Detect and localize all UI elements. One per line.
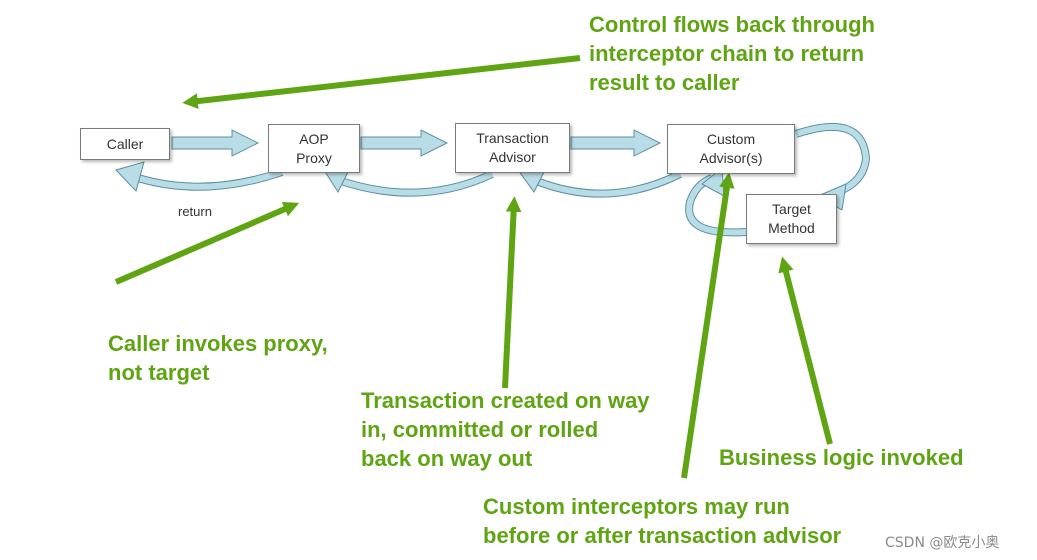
callout-arrow-business-logic bbox=[778, 256, 833, 445]
annotation-custom-interceptors: Custom interceptors may run before or af… bbox=[483, 494, 842, 548]
annotation-control-flows-back: Control flows back through interceptor c… bbox=[589, 12, 875, 95]
callout-arrow-custom-interceptors bbox=[681, 172, 735, 479]
caller-box: Caller bbox=[80, 128, 170, 160]
custom-advisors-box: Custom Advisor(s) bbox=[667, 124, 795, 174]
aop-proxy-box: AOP Proxy bbox=[268, 124, 360, 173]
return-label: return bbox=[178, 204, 212, 219]
transaction-advisor-box: Transaction Advisor bbox=[455, 123, 570, 173]
watermark: CSDN @欧克小奥 bbox=[885, 535, 1000, 551]
forward-arrow-caller-to-proxy bbox=[171, 129, 260, 157]
forward-arrow-proxy-to-transaction bbox=[360, 129, 449, 157]
callout-arrow-transaction-created bbox=[502, 196, 522, 389]
callout-arrow-control-flows-back bbox=[182, 55, 581, 109]
annotation-transaction-created: Transaction created on way in, committed… bbox=[361, 388, 650, 471]
loop-arrow-target-to-custom bbox=[685, 167, 747, 237]
annotation-business-logic: Business logic invoked bbox=[719, 445, 964, 470]
target-method-box: Target Method bbox=[746, 194, 837, 244]
return-arrow-custom-to-transaction bbox=[517, 167, 682, 198]
return-arrow-proxy-to-caller bbox=[115, 161, 284, 192]
callout-arrow-caller-invokes bbox=[114, 201, 300, 285]
forward-arrow-transaction-to-custom bbox=[570, 129, 662, 157]
annotation-caller-invokes: Caller invokes proxy, not target bbox=[108, 331, 328, 385]
